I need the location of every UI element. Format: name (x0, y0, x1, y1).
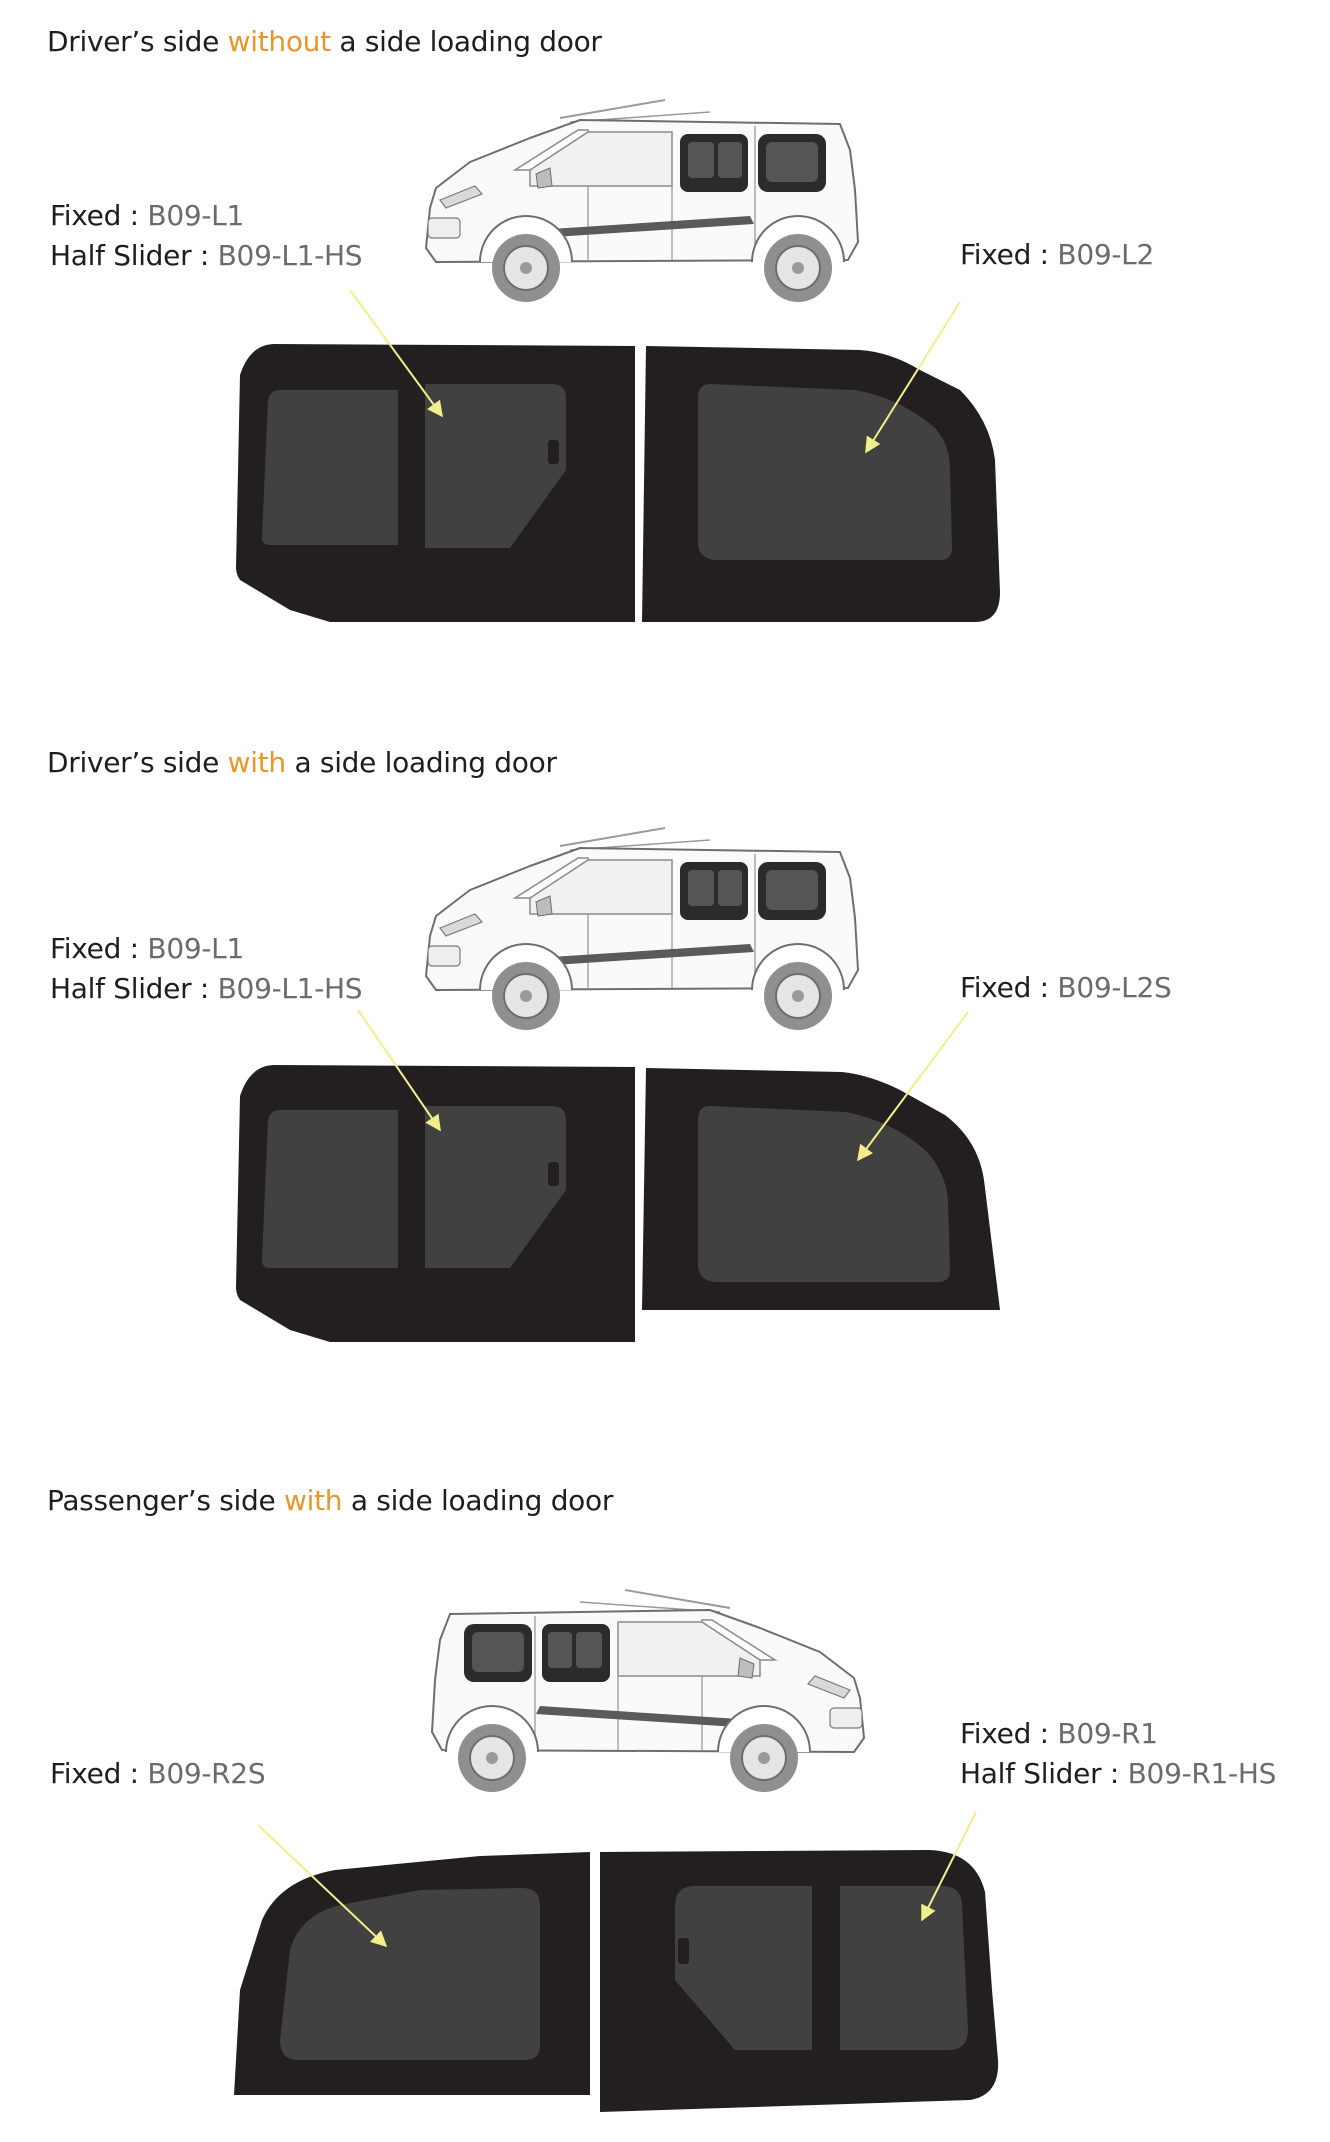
heading-text: a side loading door (285, 746, 557, 779)
window-panel-b09-l1-loading-door (236, 1065, 635, 1342)
part-label-b09-l1-loading-door: Fixed : B09-L1 Half Slider : B09-L1-HS (50, 929, 363, 1009)
section-heading-driver-side-no-door: Driver’s side without a side loading doo… (47, 25, 602, 58)
part-code: B09-L1-HS (217, 972, 363, 1005)
part-label-b09-r2s: Fixed : B09-R2S (50, 1754, 266, 1794)
window-panel-b09-l1 (236, 344, 635, 622)
section-heading-passenger-side-with-door: Passenger’s side with a side loading doo… (47, 1484, 613, 1517)
window-panel-b09-r2s (234, 1852, 590, 2095)
heading-accent: with (284, 1484, 343, 1517)
window-panel-b09-l2 (642, 346, 1000, 622)
heading-accent: with (227, 746, 287, 779)
part-label-line: Fixed : B09-R1 (960, 1717, 1158, 1750)
part-code: B09-L1 (147, 199, 244, 232)
part-code: B09-L1-HS (217, 239, 363, 272)
heading-text: Driver’s side (47, 746, 228, 779)
part-label-b09-r1: Fixed : B09-R1 Half Slider : B09-R1-HS (960, 1714, 1276, 1794)
part-code: B09-R2S (147, 1757, 266, 1790)
part-label-line: Fixed : B09-L2S (960, 971, 1172, 1004)
window-panel-b09-r1 (600, 1850, 999, 2112)
part-code: B09-L2S (1057, 971, 1172, 1004)
part-label-line: Half Slider : B09-L1-HS (50, 972, 363, 1005)
pointer-arrow-b09-l2s (857, 1011, 969, 1162)
heading-text: Driver’s side (47, 25, 228, 58)
pointer-arrow-b09-l2 (865, 301, 961, 454)
pointer-arrow-b09-r2s (257, 1824, 388, 1948)
part-label-line: Half Slider : B09-R1-HS (960, 1757, 1277, 1790)
part-code: B09-R1 (1057, 1717, 1158, 1750)
van-illustration-driver-side (425, 99, 859, 303)
pointer-arrow-b09-l1-loading-door (357, 1009, 441, 1132)
part-label-b09-l2s: Fixed : B09-L2S (960, 968, 1172, 1008)
part-label-line: Fixed : B09-L2 (960, 238, 1154, 271)
part-label-line: Fixed : B09-R2S (50, 1757, 266, 1790)
van-illustration-driver-side-loading-door (425, 827, 859, 1031)
part-code: B09-L2 (1057, 238, 1154, 271)
section-heading-driver-side-with-door: Driver’s side with a side loading door (47, 746, 557, 779)
heading-text: a side loading door (342, 1484, 614, 1517)
pointer-arrow-b09-l1 (349, 289, 443, 418)
part-label-line: Fixed : B09-L1 (50, 199, 244, 232)
part-code: B09-R1-HS (1127, 1757, 1277, 1790)
van-illustration-passenger-side (431, 1589, 865, 1793)
part-label-line: Half Slider : B09-L1-HS (50, 239, 363, 272)
part-code: B09-L1 (147, 932, 244, 965)
heading-accent: without (227, 25, 331, 58)
window-panel-b09-l2s (642, 1068, 1000, 1310)
part-label-line: Fixed : B09-L1 (50, 932, 244, 965)
part-label-b09-l2: Fixed : B09-L2 (960, 235, 1154, 275)
heading-text: Passenger’s side (47, 1484, 285, 1517)
pointer-arrow-b09-r1 (921, 1811, 977, 1922)
heading-text: a side loading door (330, 25, 602, 58)
part-label-b09-l1: Fixed : B09-L1 Half Slider : B09-L1-HS (50, 196, 363, 276)
